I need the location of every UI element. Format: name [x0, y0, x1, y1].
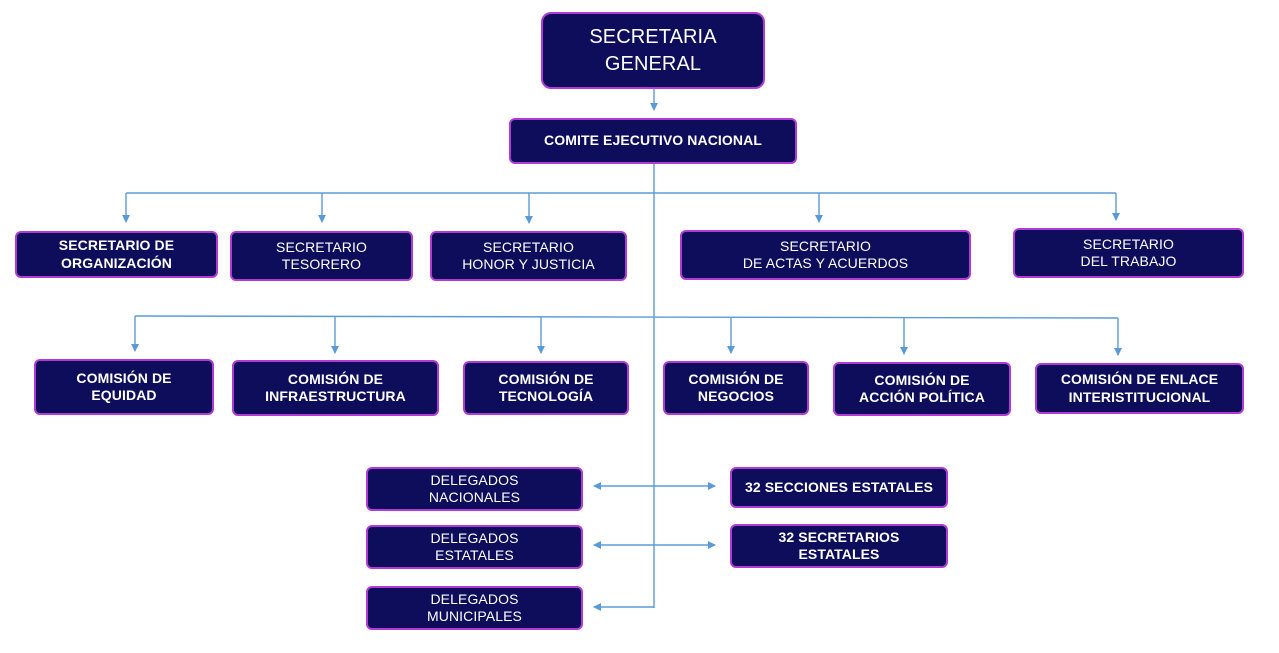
secretario-tesorero-box: SECRETARIO TESORERO [230, 231, 413, 281]
secretario-actas-acuerdos-box: SECRETARIO DE ACTAS Y ACUERDOS [680, 230, 971, 280]
secretaria-general-box: SECRETARIA GENERAL [541, 12, 765, 89]
delegados-municipales-box: DELEGADOS MUNICIPALES [366, 586, 583, 630]
delegados-nacionales-box: DELEGADOS NACIONALES [366, 467, 583, 511]
delegados-estatales-box: DELEGADOS ESTATALES [366, 525, 583, 569]
comite-ejecutivo-nacional-box: COMITE EJECUTIVO NACIONAL [509, 118, 797, 164]
comision-negocios-box: COMISIÓN DE NEGOCIOS [663, 361, 809, 415]
secretarios-estatales-box: 32 SECRETARIOS ESTATALES [730, 524, 948, 568]
secretario-organizacion-box: SECRETARIO DE ORGANIZACIÓN [15, 231, 218, 278]
secretario-trabajo-box: SECRETARIO DEL TRABAJO [1013, 228, 1244, 278]
comision-tecnologia-box: COMISIÓN DE TECNOLOGÍA [463, 361, 629, 415]
secciones-estatales-box: 32 SECCIONES ESTATALES [730, 467, 948, 508]
connector-commissions-bus [134, 315, 1119, 319]
secretario-honor-justicia-box: SECRETARIO HONOR Y JUSTICIA [430, 231, 627, 281]
comision-accion-politica-box: COMISIÓN DE ACCIÓN POLÍTICA [833, 362, 1011, 416]
comision-infraestructura-box: COMISIÓN DE INFRAESTRUCTURA [232, 360, 439, 416]
comision-enlace-interistitucional-box: COMISIÓN DE ENLACE INTERISTITUCIONAL [1035, 363, 1244, 414]
comision-equidad-box: COMISIÓN DE EQUIDAD [34, 359, 214, 415]
